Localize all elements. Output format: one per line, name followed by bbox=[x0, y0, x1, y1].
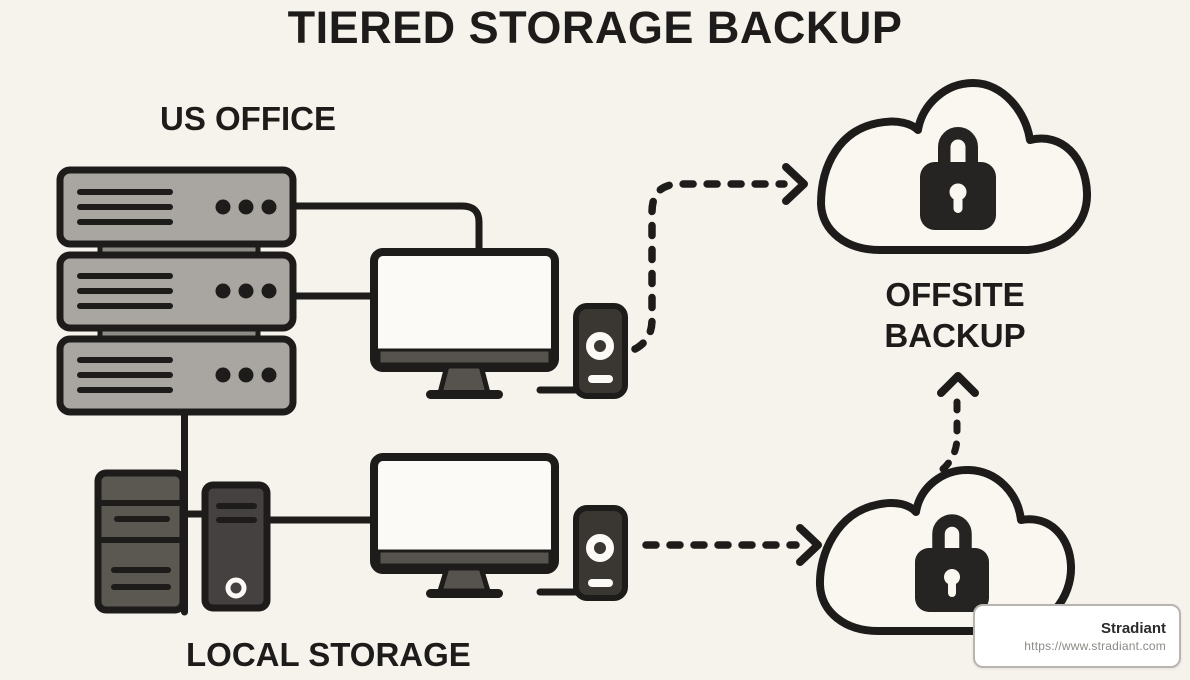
dashed-arrows bbox=[631, 163, 979, 566]
monitor-base bbox=[426, 589, 503, 598]
offsite-backup-label: OFFSITE BACKUP bbox=[884, 276, 1026, 355]
monitor-stand bbox=[437, 565, 491, 594]
keyhole-icon bbox=[944, 569, 960, 585]
monitor-base bbox=[426, 390, 503, 399]
arrowhead-right-icon bbox=[796, 524, 822, 566]
secure-cloud-icon-offsite bbox=[817, 79, 1092, 254]
arrow-upper-drive-to-offsite-cloud bbox=[631, 180, 788, 353]
server-led bbox=[215, 199, 231, 215]
server-led bbox=[261, 367, 277, 383]
server-led bbox=[238, 199, 254, 215]
storage-tower-icon bbox=[94, 469, 187, 614]
desktop-monitor-icon-upper bbox=[370, 248, 559, 399]
desktop-monitor-icon-lower bbox=[370, 453, 559, 598]
drive-slot bbox=[588, 375, 613, 383]
monitor-bezel bbox=[377, 348, 552, 366]
branding-card: Stradiant https://www.stradiant.com bbox=[973, 604, 1181, 668]
drive-dial-icon bbox=[586, 332, 614, 360]
drive-slot bbox=[588, 579, 613, 587]
brand-name: Stradiant bbox=[1100, 619, 1166, 637]
diagram-title: TIERED STORAGE BACKUP bbox=[287, 2, 903, 53]
server-rack-stack-icon bbox=[56, 166, 297, 416]
monitor-bezel bbox=[377, 549, 552, 567]
wire-server-to-monitor-top bbox=[287, 202, 483, 254]
backup-drive-icon-upper bbox=[573, 303, 628, 399]
tower-right bbox=[201, 481, 271, 612]
lock-shackle-icon bbox=[932, 514, 972, 550]
server-led bbox=[238, 283, 254, 299]
drive-body bbox=[573, 303, 628, 399]
power-button-icon bbox=[225, 577, 247, 599]
secure-cloud-icon-local bbox=[815, 465, 1076, 635]
monitor-stand bbox=[437, 363, 491, 396]
us-office-label: US OFFICE bbox=[160, 100, 337, 137]
server-led bbox=[238, 367, 254, 383]
brand-url: https://www.stradiant.com bbox=[1024, 638, 1166, 653]
server-led bbox=[261, 199, 277, 215]
server-unit-1 bbox=[56, 166, 297, 248]
drive-dial-icon bbox=[586, 534, 614, 562]
drive-body bbox=[573, 505, 628, 601]
desktop-tower-icon bbox=[201, 481, 271, 612]
keyhole-stem bbox=[953, 196, 963, 213]
keyhole-icon bbox=[949, 183, 967, 201]
arrow-local-cloud-to-offsite bbox=[939, 394, 961, 473]
keyhole-stem bbox=[948, 581, 956, 597]
arrowhead-up-icon bbox=[937, 372, 979, 397]
arrowhead-right-icon bbox=[782, 163, 808, 205]
server-led bbox=[215, 367, 231, 383]
server-led bbox=[261, 283, 277, 299]
lock-shackle-icon bbox=[938, 127, 978, 166]
local-storage-label: LOCAL STORAGE bbox=[186, 636, 471, 673]
backup-drive-icon-lower bbox=[573, 505, 628, 601]
server-led bbox=[215, 283, 231, 299]
